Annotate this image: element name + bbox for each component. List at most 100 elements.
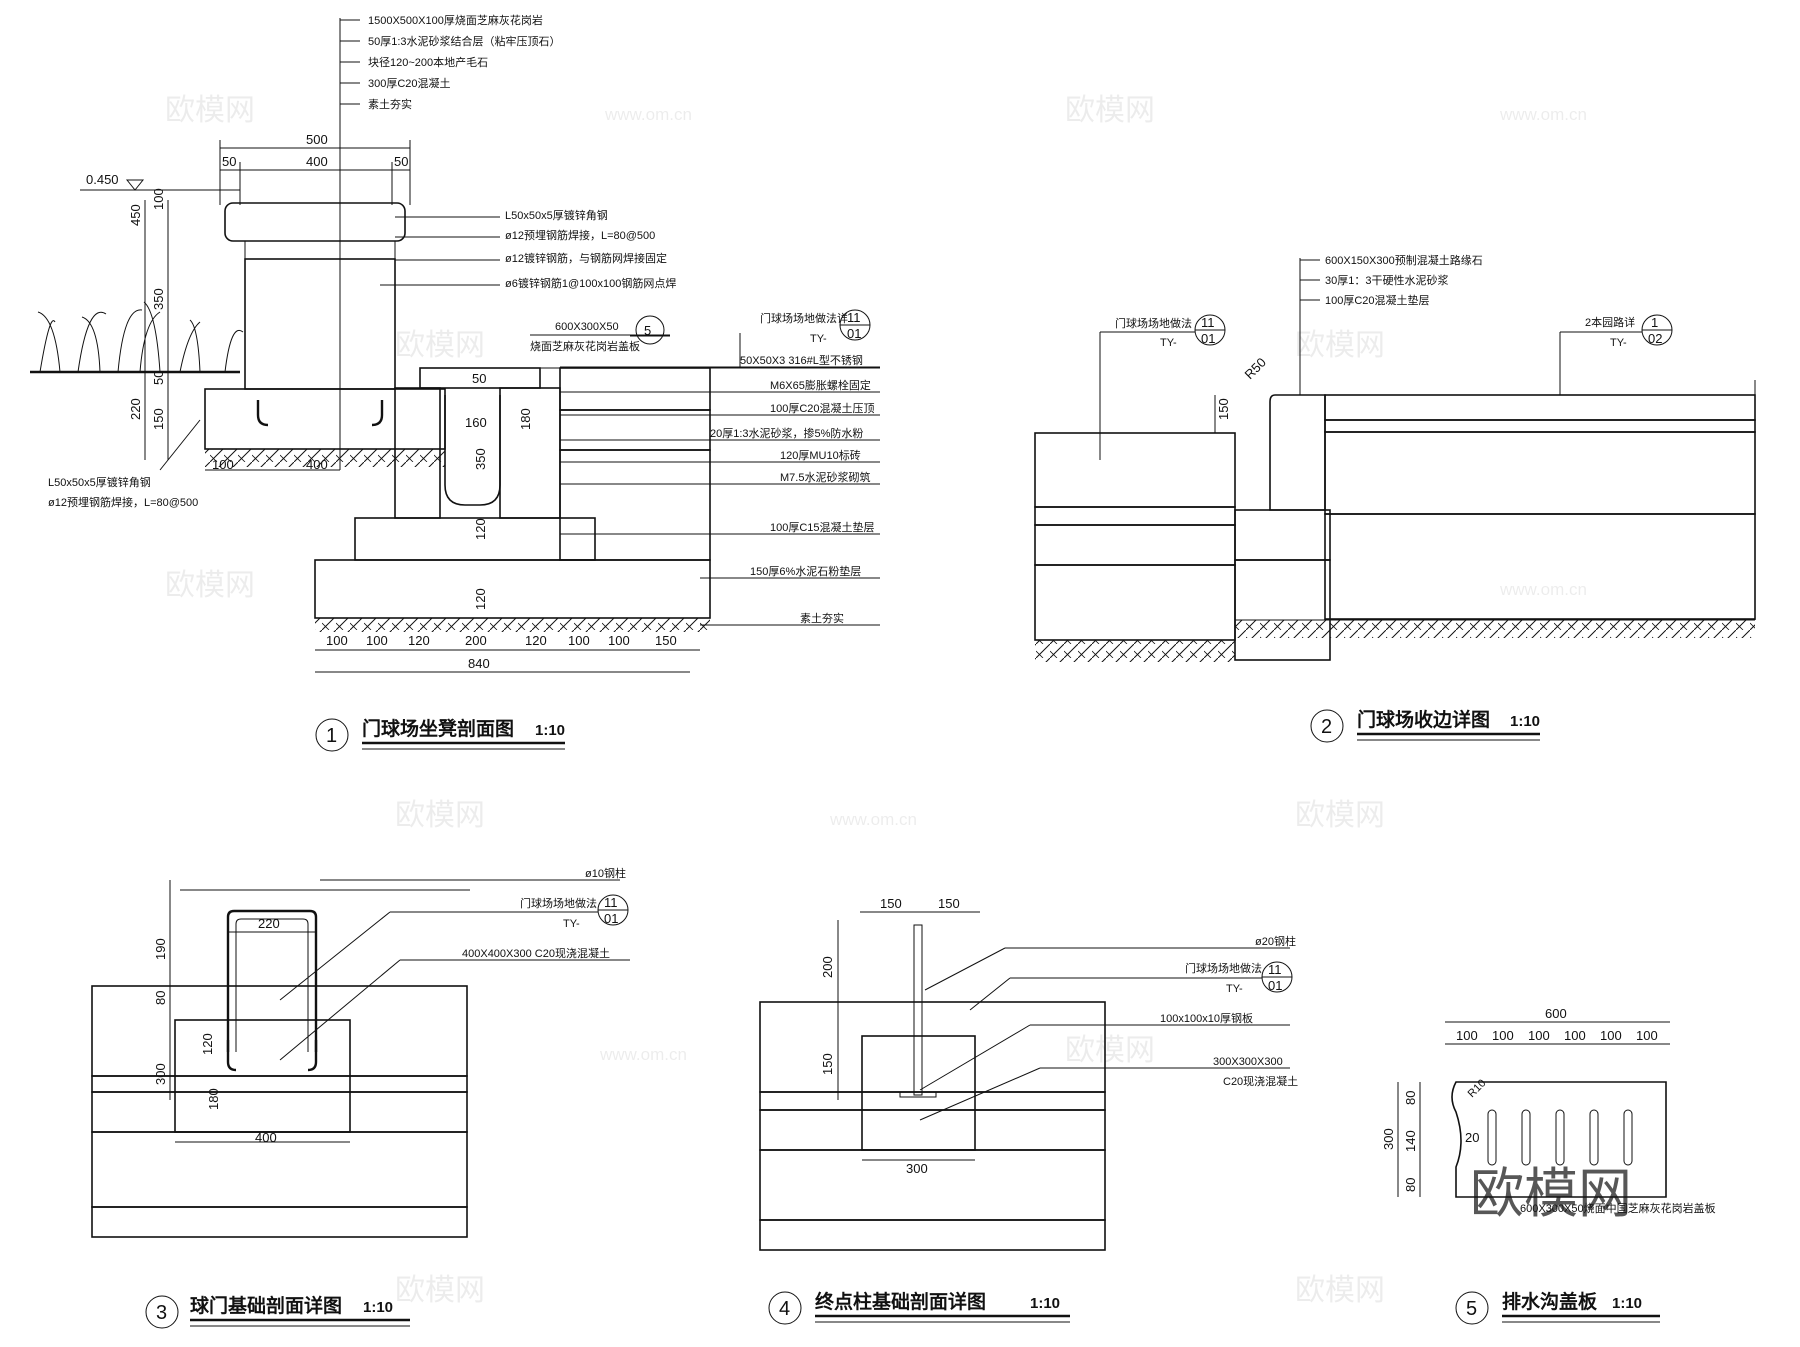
reference-number: 11: [1268, 962, 1282, 977]
dimension-label: 180: [206, 1088, 221, 1110]
drain-slots: [1487, 1109, 1633, 1166]
dimension-label: 500: [306, 132, 328, 147]
detail-4-endpost-foundation: 150 150 200 150 300 ø20钢柱 门球场场地做法 TY- 11…: [759, 896, 1298, 1325]
watermark-logo-text: 欧模网: [1470, 1162, 1632, 1225]
watermark-site: www.om.cn: [604, 105, 692, 124]
dimension-label: 150: [655, 633, 677, 648]
dimension-label: 80: [1403, 1178, 1418, 1192]
level-label: 0.450: [86, 172, 119, 187]
dimension-label: 300: [153, 1063, 168, 1085]
detail-scale: 1:10: [1030, 1295, 1060, 1312]
dimension-label: 50: [394, 154, 408, 169]
callout-text: 烧面芝麻灰花岗岩盖板: [530, 339, 640, 353]
reference-bubble: [635, 315, 665, 345]
callout-text: 门球场场地做法: [520, 896, 597, 910]
watermark-text: 欧模网: [1295, 328, 1385, 363]
callout-text: M6X65膨胀螺栓固定: [770, 378, 871, 392]
dimension-label: 100: [1600, 1028, 1622, 1043]
dimension-label: 100: [366, 633, 388, 648]
detail-scale: 1:10: [1612, 1295, 1642, 1312]
reference-prefix: TY-: [1160, 337, 1177, 349]
callout-text: 120厚MU10标砖: [780, 448, 861, 462]
callout-text: 300厚C20混凝土: [368, 76, 451, 90]
dimension-label: 200: [465, 633, 487, 648]
dimension-label: 150: [151, 408, 166, 430]
dimension-label: 160: [465, 415, 487, 430]
watermark-text: 欧模网: [395, 1273, 485, 1308]
callout-text: 块径120~200本地产毛石: [368, 55, 488, 69]
dimension-label: 600: [1545, 1006, 1567, 1021]
callout-text: 100厚C20混凝土垫层: [1325, 293, 1430, 307]
callout-text: 100x100x10厚钢板: [1160, 1011, 1253, 1025]
watermark-text: 欧模网: [395, 798, 485, 833]
callout-text: L50x50x5厚镀锌角钢: [505, 208, 608, 222]
detail-title: 排水沟盖板: [1502, 1290, 1598, 1313]
detail-number-circle: [315, 718, 349, 752]
reference-number: 11: [604, 895, 618, 910]
dimension-label: 300: [906, 1161, 928, 1176]
dimension-label: 220: [128, 398, 143, 420]
callout-text: TY-: [563, 918, 580, 930]
callout-text: 30厚1：3干硬性水泥砂浆: [1325, 273, 1448, 287]
dimension-label: 400: [306, 154, 328, 169]
dimension-label: R50: [1242, 355, 1269, 382]
reference-number: 01: [1201, 331, 1215, 346]
detail-number-circle: [1455, 1291, 1489, 1325]
dimension-label: 350: [151, 288, 166, 310]
drain-note-list: 50X50X3 316#L型不锈钢 M6X65膨胀螺栓固定 100厚C20混凝土…: [560, 353, 880, 626]
callout-text: ø12镀锌钢筋，与钢筋网焊接固定: [505, 251, 667, 265]
reference-number: 11: [847, 310, 861, 325]
callout-text: ø6镀锌钢筋1@100x100钢筋网点焊: [505, 276, 676, 290]
watermark-site: www.om.cn: [1499, 105, 1587, 124]
dimension-label: 150: [820, 1053, 835, 1075]
callout-text: 100厚C15混凝土垫层: [770, 520, 875, 534]
detail-title: 门球场坐凳剖面图: [362, 717, 514, 740]
callout-text: 300X300X300: [1213, 1056, 1283, 1068]
dimension-label: 100: [608, 633, 630, 648]
callout-text: 门球场场地做法详: [760, 311, 848, 325]
watermark-text: 欧模网: [165, 93, 255, 128]
dimension-label: 100: [1636, 1028, 1658, 1043]
callout-text: 600X300X50: [555, 321, 619, 333]
callout-text: ø12预埋钢筋焊接，L=80@500: [505, 228, 655, 242]
dimension-label: 120: [200, 1033, 215, 1055]
callout-text: 素土夯实: [800, 611, 844, 625]
watermark-text: 欧模网: [1295, 798, 1385, 833]
dimension-label: 120: [473, 588, 488, 610]
detail-title: 终点柱基础剖面详图: [815, 1290, 986, 1313]
watermark-layer: 欧模网 www.om.cn 欧模网 www.om.cn 欧模网 欧模网 欧模网 …: [165, 93, 1632, 1308]
reference-number: 01: [847, 326, 861, 341]
dimension-label: 150: [880, 896, 902, 911]
watermark-text: 欧模网: [1065, 93, 1155, 128]
callout-text: ø20钢柱: [1255, 934, 1296, 948]
watermark-text: 欧模网: [395, 328, 485, 363]
callout-text: 20厚1:3水泥砂浆，掺5%防水粉: [710, 426, 863, 440]
dimension-label: 350: [473, 448, 488, 470]
reference-label: 门球场场地做法: [1115, 316, 1192, 330]
dimension-label: 100: [1492, 1028, 1514, 1043]
callout-text: 600X300X50烧面中国芝麻灰花岗岩盖板: [1520, 1201, 1716, 1215]
detail-number-circle: [1310, 709, 1344, 743]
dimension-label: 120: [473, 518, 488, 540]
dimension-label: 100: [568, 633, 590, 648]
reference-number: 01: [604, 911, 618, 926]
dimension-label: 50: [151, 371, 166, 385]
callout-text: TY-: [810, 333, 827, 345]
callout-text: M7.5水泥砂浆砌筑: [780, 470, 870, 484]
detail-3-goal-foundation: 190 80 300 220 120 180 400 ø10钢柱 门球场场地做法…: [91, 866, 630, 1329]
detail-number: 5: [1466, 1298, 1477, 1320]
dimension-label: 190: [153, 938, 168, 960]
callout-text: ø12预埋钢筋焊接，L=80@500: [48, 495, 198, 509]
dimension-label: 140: [1403, 1130, 1418, 1152]
dimension-label: 120: [525, 633, 547, 648]
callout-text: 50X50X3 316#L型不锈钢: [740, 353, 863, 367]
callout-text: 150厚6%水泥石粉垫层: [750, 564, 861, 578]
detail-number-circle: [145, 1295, 179, 1329]
dimension-label: 20: [1465, 1130, 1479, 1145]
watermark-text: 欧模网: [1065, 1033, 1155, 1068]
dimension-label: 120: [408, 633, 430, 648]
dimension-label: 200: [820, 956, 835, 978]
reference-prefix: TY-: [1610, 337, 1627, 349]
dimension-label: 50: [472, 371, 486, 386]
